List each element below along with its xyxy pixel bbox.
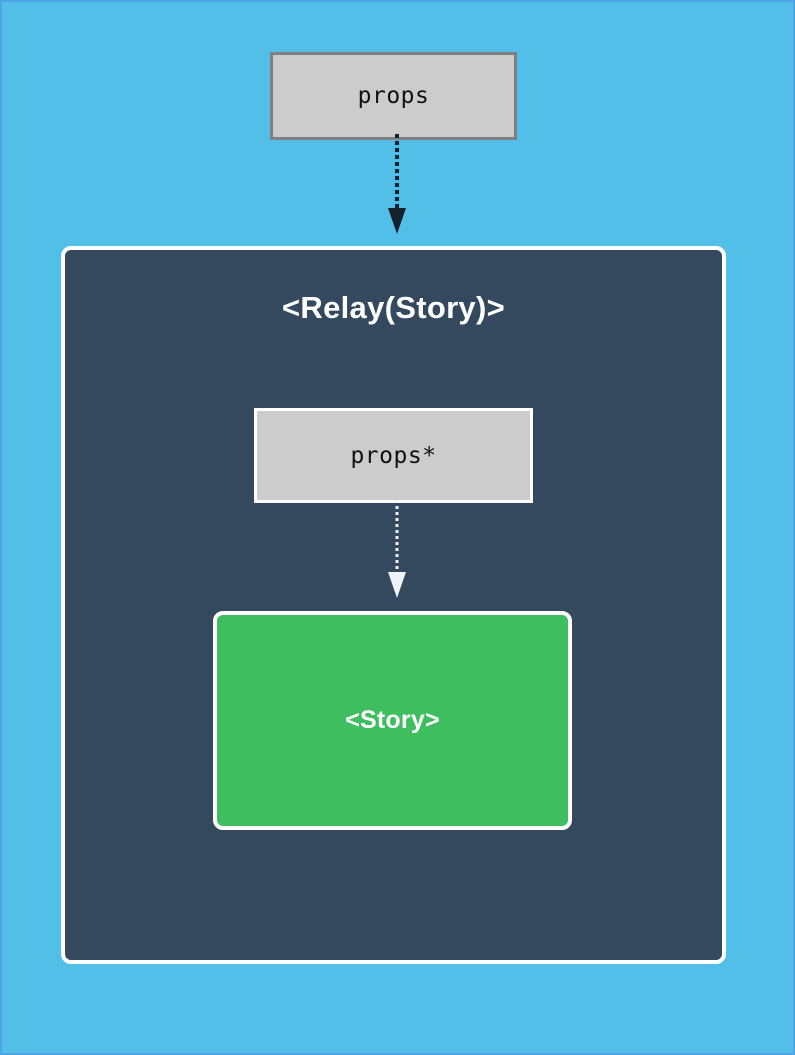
props-star-to-story-arrow — [388, 500, 406, 598]
props-star-node-label: props* — [350, 442, 437, 469]
props-to-relay-arrowhead — [388, 208, 406, 234]
props-node-label: props — [357, 83, 430, 109]
relay-story-container[interactable]: <Relay(Story)> — [61, 246, 726, 964]
story-node[interactable]: <Story> — [213, 611, 572, 830]
props-star-to-story-arrowhead — [388, 572, 406, 598]
props-node[interactable]: props — [270, 52, 517, 140]
props-star-node[interactable]: props* — [254, 408, 533, 503]
props-to-relay-arrow — [388, 134, 406, 234]
relay-story-title: <Relay(Story)> — [281, 290, 506, 325]
story-node-label: <Story> — [345, 706, 440, 734]
